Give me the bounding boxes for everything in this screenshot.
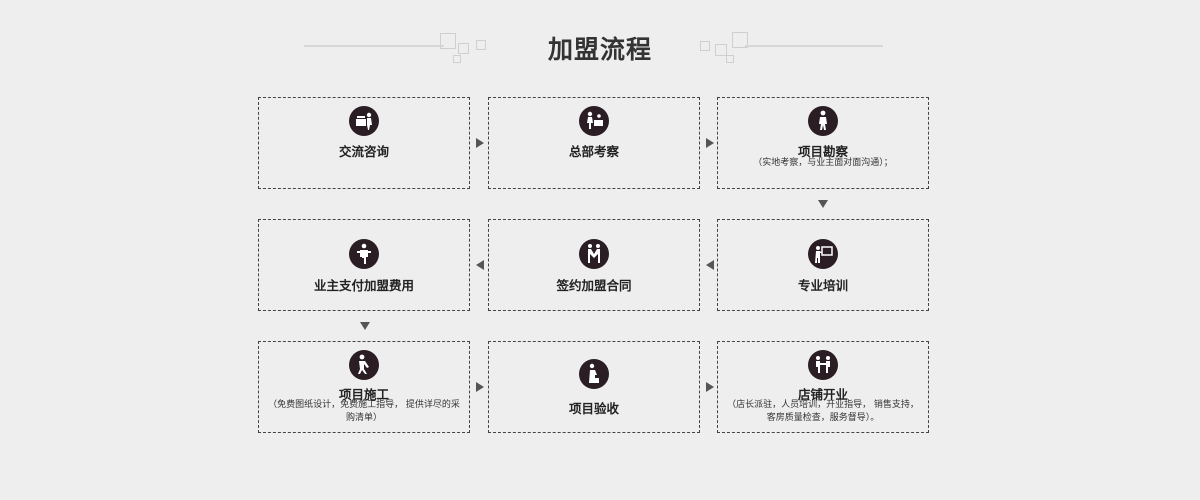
- step-label: 店铺开业: [797, 387, 848, 402]
- step-label: 项目勘察: [797, 144, 848, 159]
- step-pay-fee: 业主支付加盟费用: [258, 219, 470, 311]
- step-note: （店长派驻，人员培训，开业指导， 销售支持，客房质量检查，服务督导）。: [727, 400, 919, 423]
- flow-arrow-down: [818, 200, 828, 208]
- step-note: （免费图纸设计，免费施工指导， 提供详尽的采购清单）: [268, 400, 460, 423]
- flow-arrow-right: [706, 138, 714, 148]
- step-label: 项目验收: [568, 401, 619, 416]
- decorative-square: [726, 55, 734, 63]
- step-construction: 项目施工 （免费图纸设计，免费施工指导， 提供详尽的采购清单）: [258, 341, 470, 433]
- decorative-square: [476, 40, 486, 50]
- step-label: 业主支付加盟费用: [313, 278, 414, 293]
- section-header: 加盟流程: [0, 0, 1200, 90]
- flow-arrow-right: [476, 382, 484, 392]
- step-label: 交流咨询: [338, 144, 389, 159]
- step-label: 总部考察: [568, 144, 619, 159]
- decorative-square: [700, 41, 710, 51]
- flow-arrow-left: [706, 260, 714, 270]
- flow-arrow-right: [476, 138, 484, 148]
- decorative-square: [715, 44, 727, 56]
- opening-icon: [808, 350, 838, 380]
- step-note: （实地考察，与业主面对面沟通）；: [753, 158, 893, 168]
- step-acceptance: 项目验收: [488, 341, 700, 433]
- decorative-line-left: [304, 45, 444, 47]
- decorative-square: [440, 33, 456, 49]
- survey-icon: [808, 106, 838, 136]
- flow-arrow-right: [706, 382, 714, 392]
- step-training: 专业培训: [717, 219, 929, 311]
- training-icon: [808, 239, 838, 269]
- step-sign-contract: 签约加盟合同: [488, 219, 700, 311]
- payment-icon: [349, 239, 379, 269]
- acceptance-icon: [579, 359, 609, 389]
- decorative-line-right: [745, 45, 883, 47]
- step-label: 专业培训: [797, 278, 848, 293]
- flow-arrow-left: [476, 260, 484, 270]
- page-title: 加盟流程: [547, 35, 652, 64]
- step-consult: 交流咨询: [258, 97, 470, 189]
- step-store-opening: 店铺开业 （店长派驻，人员培训，开业指导， 销售支持，客房质量检查，服务督导）。: [717, 341, 929, 433]
- decorative-square: [453, 55, 461, 63]
- consult-icon: [349, 106, 379, 136]
- step-project-survey: 项目勘察 （实地考察，与业主面对面沟通）；: [717, 97, 929, 189]
- decorative-square: [458, 43, 469, 54]
- construction-icon: [349, 350, 379, 380]
- flow-arrow-down: [360, 322, 370, 330]
- step-hq-inspection: 总部考察: [488, 97, 700, 189]
- step-label: 项目施工: [338, 387, 389, 402]
- decorative-square: [732, 32, 748, 48]
- contract-icon: [579, 239, 609, 269]
- inspection-icon: [579, 106, 609, 136]
- step-label: 签约加盟合同: [556, 278, 632, 293]
